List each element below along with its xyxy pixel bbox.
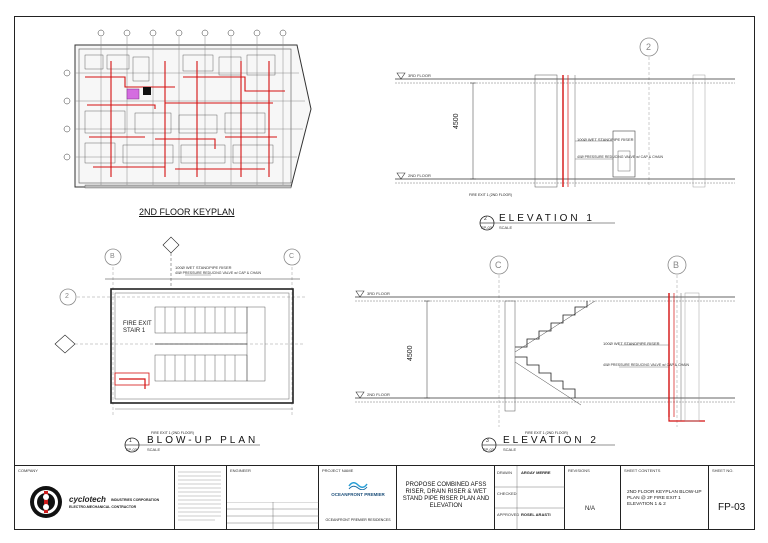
elevation-1-number: 2 xyxy=(484,216,487,222)
project-name: OCEANFRONT PREMIER RESIDENCES xyxy=(325,518,391,522)
sheet-number-label: SHEET NO. xyxy=(712,468,734,473)
elevation-2-number: 3 xyxy=(486,438,489,444)
company-label: COMPANY xyxy=(18,468,38,473)
riser-note-elev2: 100Ø WET STANDPIPE RISER xyxy=(603,341,660,346)
sheet-contents-label: SHEET CONTENTS xyxy=(624,468,661,473)
riser-note-plan: 100Ø WET STANDPIPE RISER xyxy=(175,265,232,270)
keyplan-drawing xyxy=(63,29,312,189)
project-wave-icon xyxy=(348,482,368,490)
notes-text-lines xyxy=(178,471,221,521)
elevation-1-sheet-ref: FP-03 xyxy=(481,225,492,230)
blow-up-plan-title: BLOW-UP PLAN xyxy=(147,435,259,446)
company-cell: COMPANY cyclotech INDUSTRIES CORPORATION… xyxy=(15,466,175,530)
grid-bubble-c-elev2: C xyxy=(495,260,502,270)
dimension-elev1: 4500 xyxy=(453,113,460,129)
level-3rd-elev2: 3RD FLOOR xyxy=(367,291,390,296)
approvals-grid xyxy=(495,466,565,530)
elevation-2-title: ELEVATION 2 xyxy=(503,435,599,446)
sheet-number-cell: SHEET NO. FP-03 xyxy=(709,466,754,530)
elevation-2-drawing xyxy=(355,255,735,427)
dimension-elev2: 4500 xyxy=(407,345,414,361)
blow-up-plan-number: 1 xyxy=(129,438,132,444)
revisions-value: N/A xyxy=(585,506,596,512)
project-brand: OCEANFRONT PREMIER xyxy=(331,492,385,497)
title-markers xyxy=(124,215,615,453)
sheet-number: FP-03 xyxy=(718,502,746,513)
grid-bubble-2-elev1: 2 xyxy=(646,42,652,52)
blow-up-plan-drawing xyxy=(54,236,305,417)
engineer-grid xyxy=(227,502,319,530)
valve-note-elev2: 40Ø PRESSURE REDUCING VALVE w/ CAP & CHA… xyxy=(603,363,689,367)
drawing-area xyxy=(54,29,735,453)
keyplan-title: 2ND FLOOR KEYPLAN xyxy=(139,207,235,217)
company-logo-text: cyclotech xyxy=(69,495,106,504)
level-2nd-elev2: 2ND FLOOR xyxy=(367,392,390,397)
revisions-cell: REVISIONS N/A xyxy=(565,466,621,530)
engineer-label: ENGINEER xyxy=(230,468,251,473)
elevation-1-scale: SCALE xyxy=(499,225,513,230)
description-cell: PROPOSE COMBINED AFSS RISER, DRAIN RISER… xyxy=(397,466,495,530)
elevation-1-title: ELEVATION 1 xyxy=(499,213,595,224)
company-logo-icon xyxy=(30,486,62,518)
elevation-2-scale: SCALE xyxy=(503,447,517,452)
project-cell: PROJECT NAME OCEANFRONT PREMIER OCEANFRO… xyxy=(319,466,397,530)
approved-label: APPROVED xyxy=(497,512,520,517)
level-3rd-elev1: 3RD FLOOR xyxy=(408,73,431,78)
company-subtitle: ELECTRO-MECHANICAL CONTRACTOR xyxy=(69,505,137,509)
title-block: COMPANY cyclotech INDUSTRIES CORPORATION… xyxy=(15,465,754,530)
elevation-1-subtitle: FIRE EXIT 1 (2ND FLOOR) xyxy=(469,193,512,197)
valve-note-plan: 40Ø PRESSURE REDUCING VALVE w/ CAP & CHA… xyxy=(175,271,261,275)
grid-bubble-2-plan: 2 xyxy=(65,293,69,300)
level-2nd-elev1: 2ND FLOOR xyxy=(408,173,431,178)
blow-up-plan-scale: SCALE xyxy=(147,447,161,452)
drawing-description: PROPOSE COMBINED AFSS RISER, DRAIN RISER… xyxy=(402,482,490,509)
checked-label: CHECKED xyxy=(497,491,517,496)
blow-up-plan-sheet-ref: FP-03 xyxy=(126,447,137,452)
company-name: INDUSTRIES CORPORATION xyxy=(111,498,160,502)
sheet-contents-cell: SHEET CONTENTS 2ND FLOOR KEYPLAN BLOW-UP… xyxy=(621,466,709,530)
approvals-cell: DRAWN ARGAY MERRE CHECKED APPROVED ROSEL… xyxy=(495,466,565,530)
drawn-name: ARGAY MERRE xyxy=(521,470,551,475)
notes-cell xyxy=(175,466,227,530)
approved-name: ROSEL ARASTI xyxy=(521,512,551,517)
fire-exit-stair-label: FIRE EXIT STAIR 1 xyxy=(123,321,152,334)
drawn-label: DRAWN xyxy=(497,470,512,475)
project-label: PROJECT NAME xyxy=(322,468,354,473)
riser-note-elev1: 100Ø WET STANDPIPE RISER xyxy=(577,137,634,142)
revisions-label: REVISIONS xyxy=(568,468,590,473)
valve-note-elev1: 40Ø PRESSURE REDUCING VALVE w/ CAP & CHA… xyxy=(577,155,663,159)
grid-bubble-c-plan: C xyxy=(289,253,295,260)
elevation-1-drawing xyxy=(395,37,735,188)
blow-up-plan-subtitle: FIRE EXIT 1 (2ND FLOOR) xyxy=(151,431,194,435)
drawing-sheet: 2ND FLOOR KEYPLAN FIRE EXIT 1 (2ND FLOOR… xyxy=(14,16,755,530)
elevation-2-subtitle: FIRE EXIT 1 (2ND FLOOR) xyxy=(525,431,568,435)
grid-bubble-b-elev2: B xyxy=(673,260,680,270)
elevation-2-sheet-ref: FP-03 xyxy=(483,447,494,452)
engineer-cell: ENGINEER xyxy=(227,466,319,530)
grid-bubble-b-plan: B xyxy=(110,253,115,260)
sheet-contents: 2ND FLOOR KEYPLAN BLOW-UP PLAN @ 2F FIRE… xyxy=(627,490,702,507)
